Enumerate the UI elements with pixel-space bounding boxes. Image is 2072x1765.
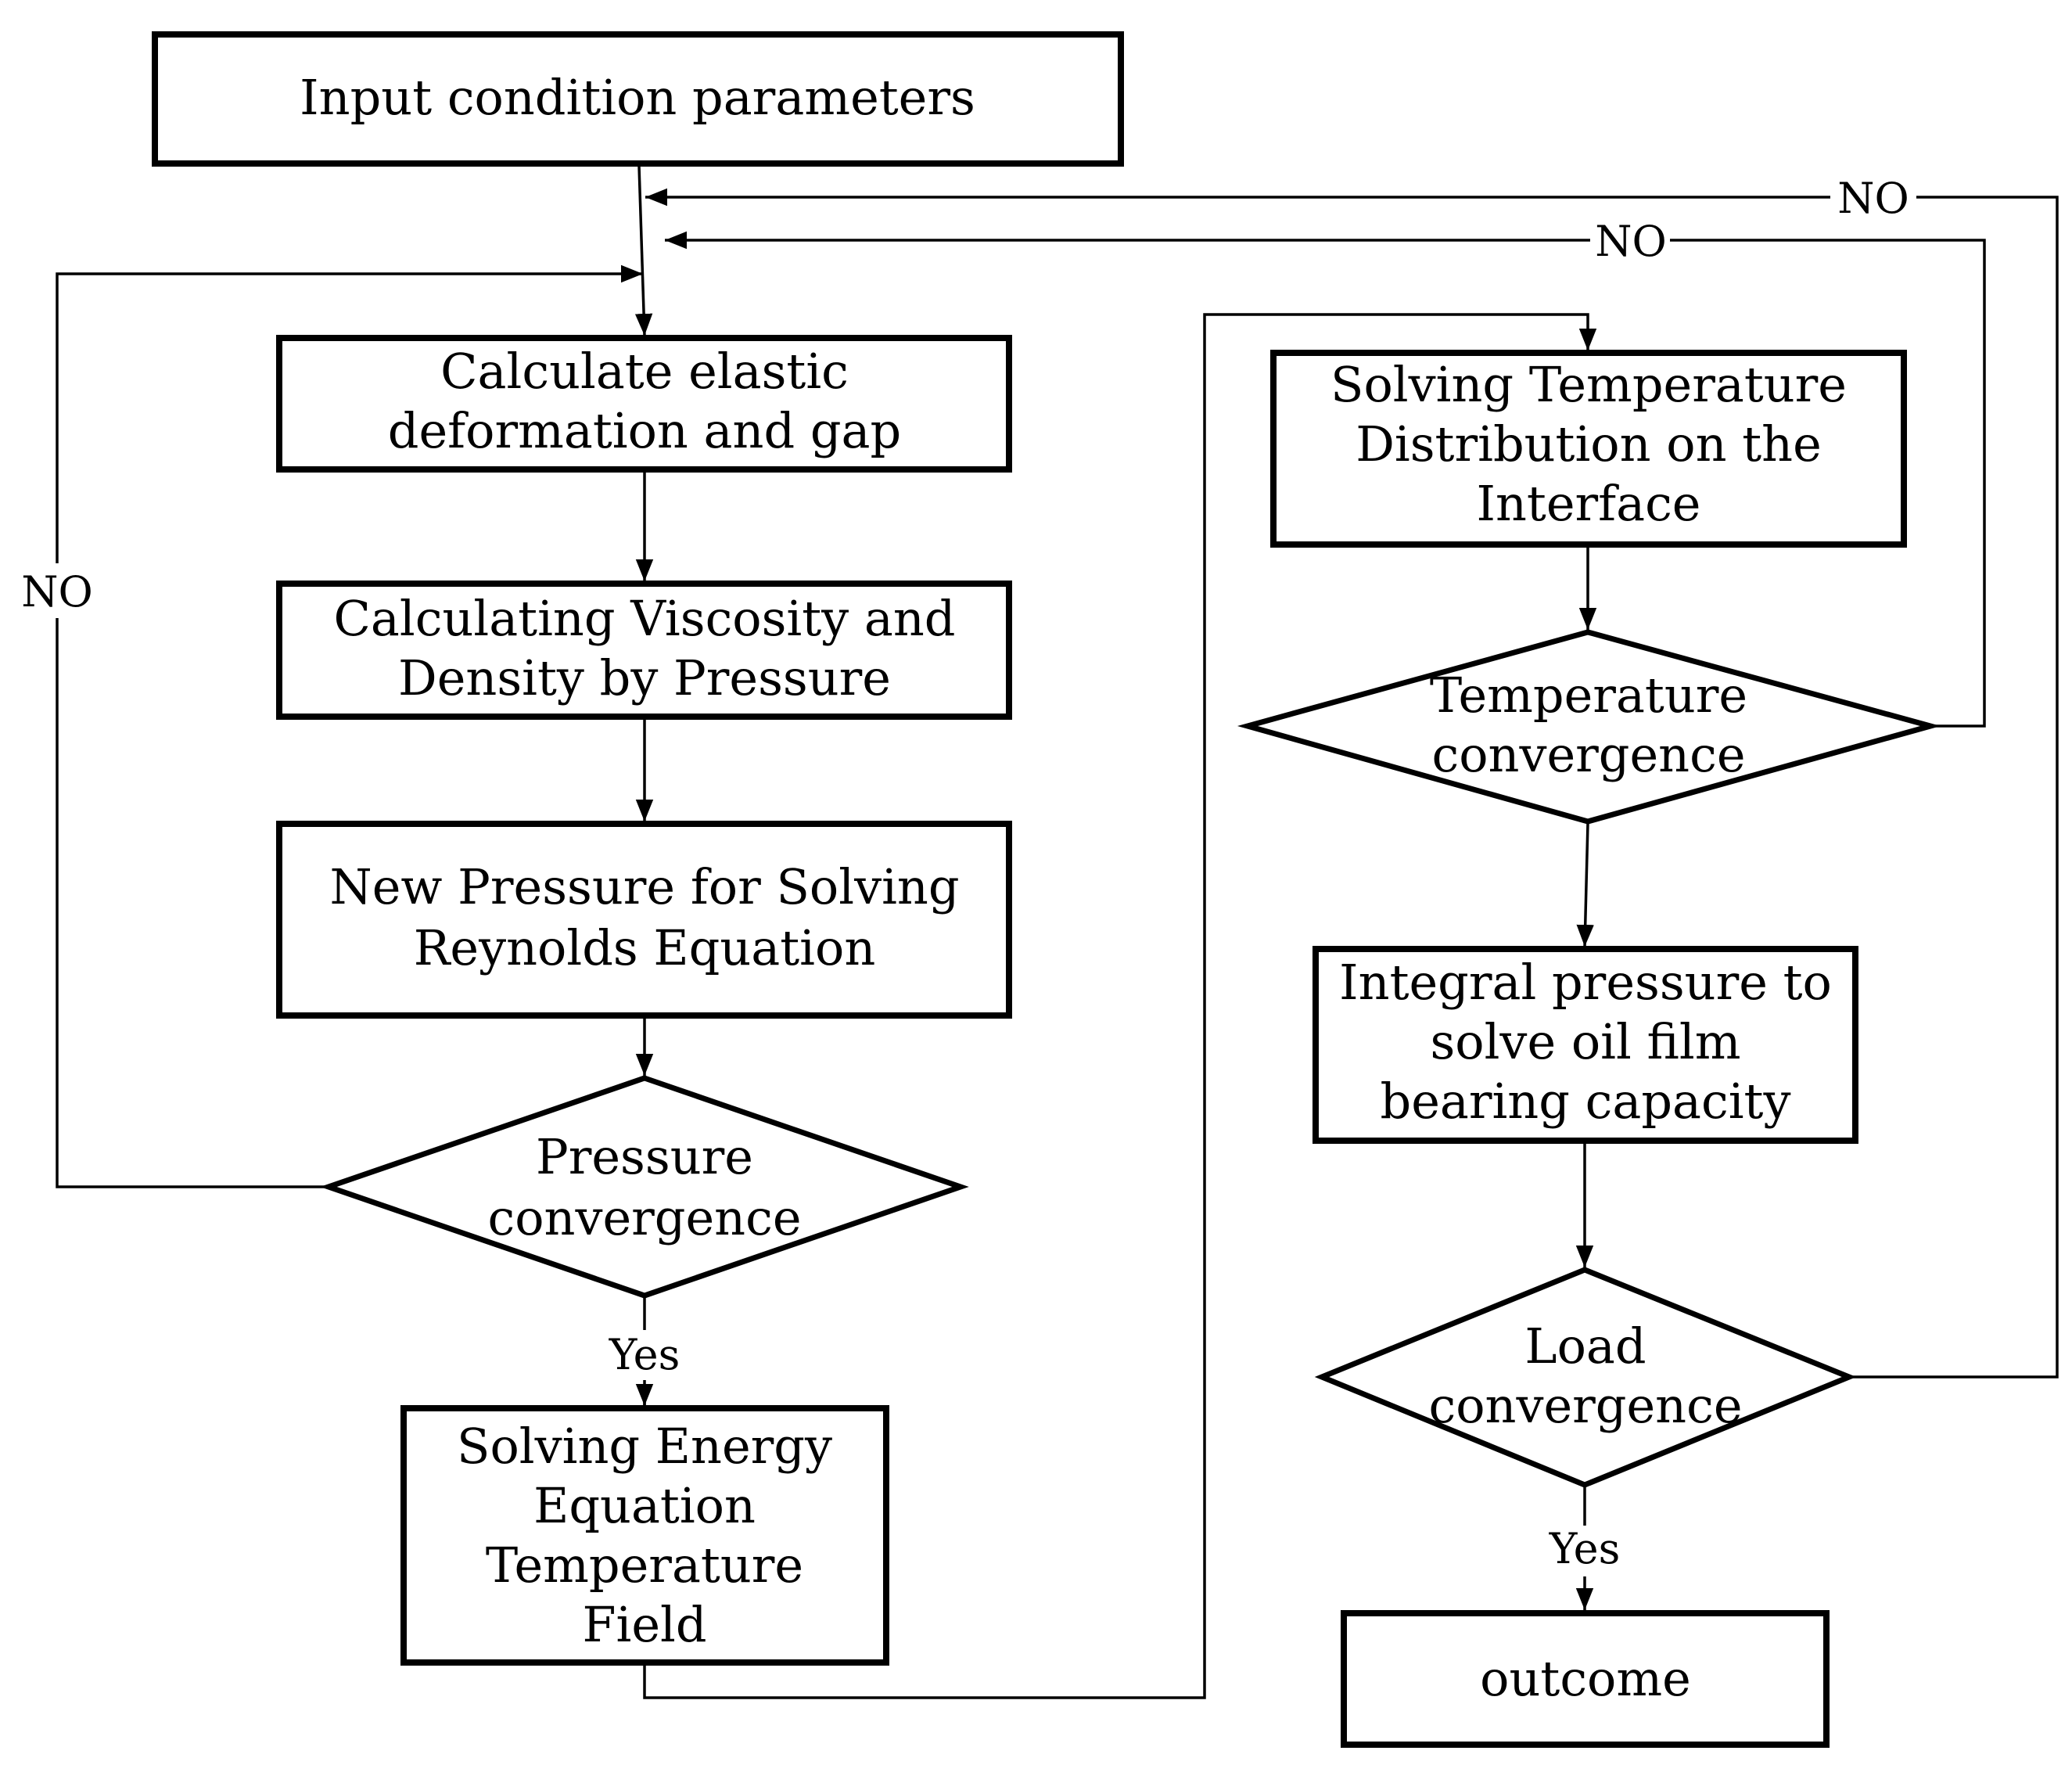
node-label: Pressure [536,1128,753,1185]
node-label: Temperature [1430,667,1747,724]
node-load-convergence: Load convergence [1314,1267,1857,1488]
node-label: solve oil film [1430,1013,1740,1070]
edge-pressure-no-loop [56,264,643,1188]
edge-energy-to-interface [643,313,1597,1699]
node-label: Field [582,1596,706,1653]
edge-label-temperature-no: NO [1595,217,1667,266]
connectors [56,165,2059,1699]
node-label: Integral pressure to [1339,954,1832,1011]
edge-labels: NO Yes NO NO Yes [11,174,1909,1576]
edge-label-pressure-no: NO [21,567,93,616]
node-solving-temperature-interface: Solving Temperature Distribution on the … [1270,350,1907,548]
node-label: Equation [533,1477,756,1534]
edge-temperature-to-integral [1576,822,1594,947]
node-label: Solving Energy [457,1418,832,1475]
node-label: Calculate elastic [440,343,849,400]
edge-input-to-elastic [634,165,653,336]
node-calculating-viscosity-density: Calculating Viscosity and Density by Pre… [276,581,1012,720]
edge-label-load-yes: Yes [1549,1524,1621,1573]
node-label: New Pressure for Solving [329,858,959,915]
node-label: Density by Pressure [398,649,891,706]
node-outcome: outcome [1341,1610,1830,1748]
node-input-condition-parameters: Input condition parameters [152,31,1124,167]
node-pressure-convergence: Pressure convergence [320,1075,969,1299]
node-label: Distribution on the [1356,415,1822,473]
node-calculate-elastic-deformation: Calculate elastic deformation and gap [276,335,1012,473]
node-label: Temperature [486,1537,803,1594]
node-solving-energy-equation: Solving Energy Equation Temperature Fiel… [400,1405,889,1666]
node-label: Input condition parameters [300,69,975,126]
node-label: deformation and gap [388,402,901,459]
node-label: Calculating Viscosity and [333,590,955,647]
node-new-pressure-reynolds: New Pressure for Solving Reynolds Equati… [276,821,1012,1019]
edge-temperature-no-loop [665,240,1986,728]
node-label: Solving Temperature [1330,356,1847,413]
node-label: convergence [1431,726,1745,783]
node-label: Interface [1477,475,1701,532]
edge-load-no-loop [645,197,2059,1379]
node-temperature-convergence: Temperature convergence [1237,629,1941,825]
node-label: Reynolds Equation [414,919,876,976]
node-label: bearing capacity [1381,1073,1791,1130]
edge-label-pressure-yes: Yes [609,1330,680,1379]
node-label: convergence [1428,1377,1742,1434]
edge-label-load-no: NO [1837,174,1909,223]
node-label: convergence [487,1189,801,1246]
node-label: outcome [1480,1650,1691,1707]
node-label: Load [1524,1317,1646,1375]
node-integral-pressure: Integral pressure to solve oil film bear… [1313,946,1858,1144]
